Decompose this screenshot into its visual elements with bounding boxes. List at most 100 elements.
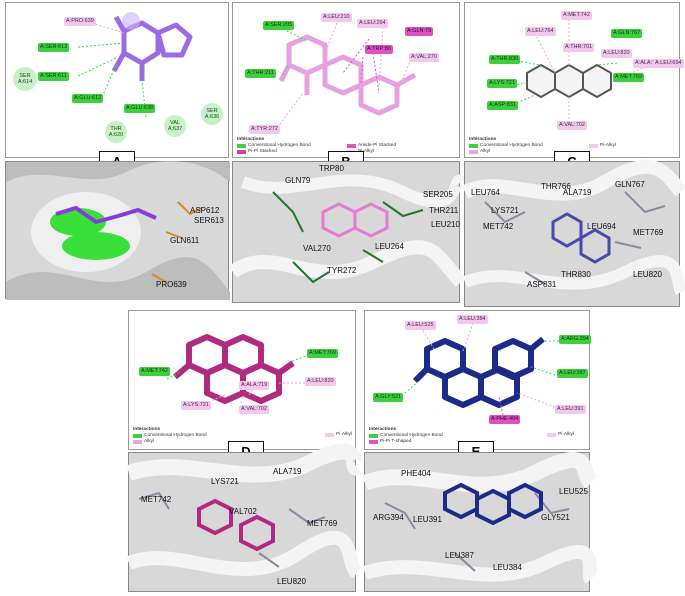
legend-swatch <box>237 143 246 148</box>
residue-3d-label: SER613 <box>194 216 224 225</box>
residue-3d-label: LEU210 <box>431 220 460 229</box>
panel-a-2d: A:PRO:639 A:SER:613 A:SER:611 A:GLU:612 … <box>5 2 229 158</box>
residue-3d-label: LEU820 <box>277 577 306 586</box>
residue-label: A:SER:205 <box>263 21 295 30</box>
residue-3d-label: LEU694 <box>587 222 616 231</box>
residue-3d-label: LYS721 <box>491 206 519 215</box>
legend-item: Pi-Alkyl <box>558 432 574 437</box>
residue-label: A:ASP:831 <box>487 101 518 110</box>
residue-label: A:LEU:387 <box>557 369 588 378</box>
legend-item: Pi-Alkyl <box>336 432 352 437</box>
residue-label: A:LEU:264 <box>357 19 388 28</box>
legend-title: Interactions <box>369 427 397 432</box>
panel-c-2d: A:MET:742 A:LEU:764 A:GLN:767 A:THR:830 … <box>464 2 684 158</box>
residue-label: A:VAL:270 <box>409 53 439 62</box>
residue-label: A:THR:701 <box>563 43 595 52</box>
residue-label: A:VAL:702 <box>239 405 269 414</box>
residue-label: A:MET:769 <box>307 349 338 358</box>
residue-3d-label: ARG394 <box>373 513 404 522</box>
residue-label: A:PRO:639 <box>64 17 96 26</box>
residue-3d-label: ASP831 <box>527 280 557 289</box>
panel-d-2d: A:MET:769 A:MET:742 A:ALA:719 A:LEU:820 … <box>128 310 356 450</box>
protein-ribbon-b <box>228 174 467 287</box>
protein-ribbon-c <box>461 159 685 296</box>
residue-label: A:MET:742 <box>139 367 170 376</box>
residue-label: A:SER:611 <box>38 72 69 81</box>
legend-swatch <box>237 149 246 154</box>
legend-swatch <box>133 433 142 438</box>
residue-3d-label: LEU387 <box>445 551 474 560</box>
residue-3d-label: PRO639 <box>156 280 187 289</box>
legend-item: Amide-Pi Stacked <box>358 143 397 148</box>
residue-label: A:LYS:721 <box>181 401 211 410</box>
residue-3d-label: THR766 <box>541 182 571 191</box>
panel-d-3d: MET742 LYS721 ALA719 VAL702 MET769 LEU82… <box>126 443 364 592</box>
residue-label: A:MET:742 <box>561 11 592 20</box>
legend-swatch <box>547 432 556 437</box>
residue-3d-label: MET742 <box>141 495 172 504</box>
residue-3d-label: GLN767 <box>615 180 645 189</box>
legend-title: Interactions <box>469 137 497 142</box>
residue-3d-label: LEU764 <box>471 188 500 197</box>
residue-3d-label: LEU820 <box>633 270 662 279</box>
legend-item: Conventional Hydrogen Bond <box>248 143 311 148</box>
legend-d: Interactions Conventional Hydrogen Bond … <box>133 427 207 444</box>
protein-ribbon-d <box>126 443 364 579</box>
legend-item: Conventional Hydrogen Bond <box>380 433 443 438</box>
residue-bubble: SER A:614 <box>13 67 37 91</box>
legend-item: Alkyl <box>480 149 491 154</box>
residue-label: A:LEU:820 <box>601 49 632 58</box>
legend-item: Alkyl <box>144 439 155 444</box>
legend-swatch <box>369 439 378 444</box>
legend-item: Conventional Hydrogen Bond <box>144 433 207 438</box>
residue-label: A:LEU:694 <box>653 59 684 68</box>
residue-3d-label: MET742 <box>483 222 514 231</box>
panel-a-3d: ASP612 SER613 GLN611 PRO639 <box>5 161 230 300</box>
legend-e-pialkyl: Pi-Alkyl <box>547 431 574 437</box>
residue-label: A:ARG:394 <box>559 335 591 344</box>
residue-label: A:LEU:764 <box>525 27 556 36</box>
legend-item: Conventional Hydrogen Bond <box>480 143 543 148</box>
residue-label: A:MET:769 <box>613 73 644 82</box>
residue-label: A:VAL:702 <box>557 121 587 130</box>
residue-3d-label: GLN79 <box>285 176 311 185</box>
legend-c: Interactions Conventional Hydrogen Bond … <box>469 137 669 154</box>
residue-label: A:GLU:638 <box>124 104 156 113</box>
ligand-d-2d <box>166 334 313 412</box>
residue-label: A:THR:830 <box>489 55 521 64</box>
residue-label: A:GLN:79 <box>405 27 434 36</box>
panel-c-3d: LEU764 THR766 ALA719 GLN767 LYS721 MET74… <box>461 159 685 307</box>
residue-label: A:LEU:525 <box>405 321 436 330</box>
residue-label: A:ALA:719 <box>239 381 270 390</box>
residue-bubble: THR A:620 <box>105 121 127 143</box>
legend-swatch <box>369 433 378 438</box>
legend-e: Interactions Conventional Hydrogen Bond … <box>369 427 443 444</box>
residue-3d-label: VAL702 <box>229 507 257 516</box>
legend-item: Pi-Alkyl <box>358 149 374 154</box>
residue-3d-label: GLN611 <box>170 236 200 245</box>
residue-label: A:LEU:820 <box>305 377 336 386</box>
residue-label: A:LEU:210 <box>321 13 352 22</box>
legend-item: Pi-Pi Stacked <box>248 149 277 154</box>
ligand-a-2d <box>77 12 193 118</box>
legend-item: Pi-Pi T-shaped <box>380 439 412 444</box>
residue-3d-label: SER205 <box>423 190 453 199</box>
legend-title: Interactions <box>237 137 265 142</box>
residue-3d-label: LEU525 <box>559 487 588 496</box>
residue-3d-label: MET769 <box>307 519 338 528</box>
residue-label: A:PHE:404 <box>489 415 521 424</box>
residue-label: A:TYR:272 <box>249 125 280 134</box>
panel-b-3d: TRP80 GLN79 SER205 THR211 LEU210 VAL270 … <box>228 161 467 303</box>
residue-3d-label: ASP612 <box>190 206 220 215</box>
residue-label: A:ALA:719 <box>633 59 664 68</box>
legend-swatch <box>589 143 598 148</box>
residue-label: A:LYS:721 <box>487 79 517 88</box>
residue-3d-label: THR211 <box>429 206 459 215</box>
residue-3d-label: MET769 <box>633 228 664 237</box>
ligand-e-2d <box>404 322 559 416</box>
residue-label: A:GLU:612 <box>72 94 104 103</box>
residue-3d-label: LEU384 <box>493 563 522 572</box>
residue-label: A:LEU:391 <box>555 405 586 414</box>
residue-3d-label: PHE404 <box>401 469 431 478</box>
legend-swatch <box>325 432 334 437</box>
